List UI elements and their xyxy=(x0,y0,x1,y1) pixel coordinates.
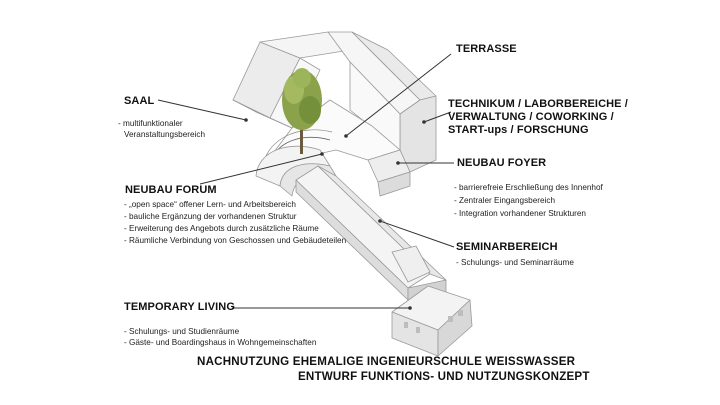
building-temporary-living xyxy=(391,285,473,357)
label-temporary-living-heading: TEMPORARY LIVING xyxy=(124,301,235,313)
label-seminarbereich-bullet: - Schulungs- und Seminarräume xyxy=(456,258,574,267)
foyer-bullet: - Integration vorhandener Strukturen xyxy=(454,209,586,218)
label-neubau-foyer-heading: NEUBAU FOYER xyxy=(457,157,547,169)
building-wing-seminar xyxy=(295,165,447,301)
label-saal-bullets: - multifunktionaler Veranstaltungsbereic… xyxy=(118,118,205,140)
title-line-1: NACHNUTZUNG EHEMALIGE INGENIEURSCHULE WE… xyxy=(197,355,576,368)
leader-dots xyxy=(244,118,426,310)
leader-neubau-forum xyxy=(199,153,323,185)
forum-bullet: - Räumliche Verbindung von Geschossen un… xyxy=(124,236,347,245)
living-bullet: - Schulungs- und Studienräume xyxy=(124,327,240,336)
forum-bullet: - bauliche Ergänzung der vorhandenen Str… xyxy=(124,212,297,221)
saal-bullet: - multifunktionaler xyxy=(118,119,183,128)
building-neubau-foyer xyxy=(367,149,411,197)
label-technikum: TECHNIKUM / LABORBEREICHE / VERWALTUNG /… xyxy=(448,98,628,137)
title-line-2: ENTWURF FUNKTIONS- UND NUTZUNGSKONZEPT xyxy=(298,370,590,383)
leader-terrasse xyxy=(345,53,452,137)
tree-illustration xyxy=(282,68,322,154)
technikum-line: TECHNIKUM / LABORBEREICHE / xyxy=(448,98,628,110)
forum-bullet: - „open space“ offener Lern- und Arbeits… xyxy=(124,200,296,209)
leader-technikum xyxy=(423,111,452,123)
label-saal-heading: SAAL xyxy=(124,95,155,107)
label-temporary-living-bullets: - Schulungs- und Studienräume - Gäste- u… xyxy=(124,326,316,348)
label-neubau-foyer-bullets: - barrierefreie Erschließung des Innenho… xyxy=(454,182,603,219)
leader-seminarbereich xyxy=(379,220,455,248)
leader-saal xyxy=(157,99,247,121)
living-bullet: - Gäste- und Boardingshaus in Wohngemein… xyxy=(124,338,317,347)
label-neubau-forum-heading: NEUBAU FORUM xyxy=(125,184,217,196)
leader-lines xyxy=(157,53,455,309)
technikum-line: START-ups / FORSCHUNG xyxy=(448,124,589,136)
label-neubau-forum-bullets: - „open space“ offener Lern- und Arbeits… xyxy=(124,199,346,246)
label-terrasse: TERRASSE xyxy=(456,43,517,55)
foyer-bullet: - Zentraler Eingangsbereich xyxy=(454,196,556,205)
saal-bullet: Veranstaltungsbereich xyxy=(124,130,206,139)
forum-bullet: - Erweiterung des Angebots durch zusätzl… xyxy=(124,224,319,233)
label-seminarbereich-heading: SEMINARBEREICH xyxy=(456,241,558,253)
foyer-bullet: - barrierefreie Erschließung des Innenho… xyxy=(454,183,603,192)
technikum-line: VERWALTUNG / COWORKING / xyxy=(448,111,614,123)
building-wing-technikum xyxy=(327,31,437,173)
